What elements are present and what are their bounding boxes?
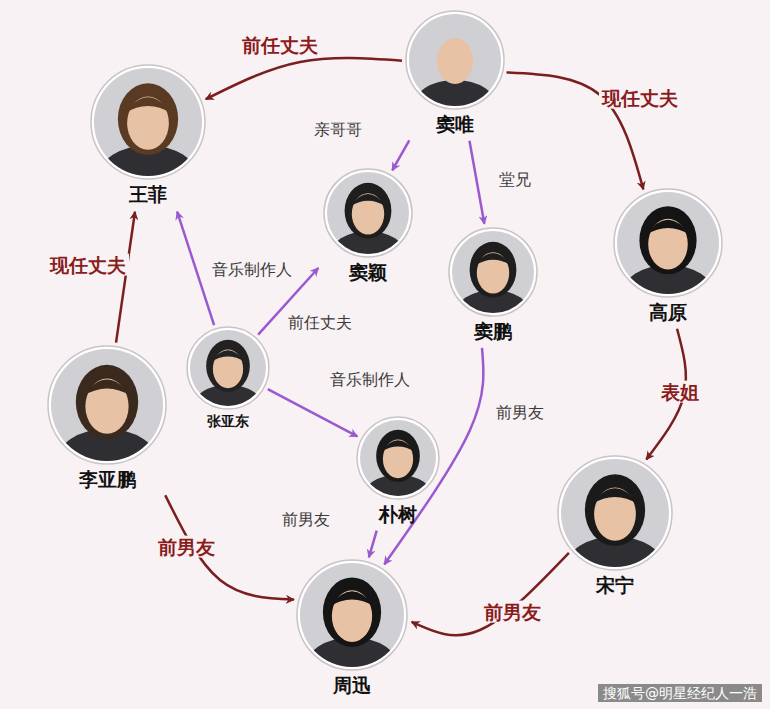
portrait-circle [90, 64, 206, 180]
portrait-circle [47, 345, 167, 465]
portrait-fringe [381, 440, 415, 452]
portrait-fringe [83, 380, 131, 397]
portrait-hair [376, 430, 420, 482]
relation-label-holder: 音乐制作人 [209, 260, 295, 279]
portrait-hair [470, 242, 517, 298]
relation-label-holder: 音乐制作人 [327, 370, 413, 389]
person-node: 窦鹏 [448, 227, 538, 343]
portrait-fringe [475, 253, 511, 265]
person-name: 窦鹏 [448, 320, 538, 343]
watermark: 搜狐号@明星经纪人一浩 [598, 684, 762, 702]
relation-label: 现任丈夫 [599, 87, 681, 109]
portrait-circle [613, 188, 723, 298]
relation-label-holder: 前任丈夫 [285, 313, 355, 332]
relation-label-holder: 前男友 [279, 510, 333, 529]
portrait-circle [448, 227, 538, 317]
relation-label-holder: 堂兄 [496, 170, 534, 189]
person-node: 王菲 [90, 64, 206, 206]
relation-label: 堂兄 [496, 170, 534, 189]
portrait-hair [323, 577, 381, 646]
portrait [90, 64, 206, 180]
portrait-hair [206, 340, 250, 392]
relation-label: 亲哥哥 [311, 120, 365, 139]
portrait [323, 168, 413, 258]
portrait-circle [405, 10, 505, 110]
portrait-hair [639, 206, 696, 274]
portrait-fringe [125, 97, 171, 113]
portrait-fringe [330, 591, 375, 606]
relation-line [369, 531, 377, 558]
portrait [405, 10, 505, 110]
person-name: 王菲 [90, 183, 206, 206]
portrait-fringe [211, 350, 245, 362]
relation-label: 前任丈夫 [285, 313, 355, 332]
relation-label: 前男友 [279, 510, 333, 529]
relation-line [268, 389, 358, 436]
relation-label: 前男友 [155, 536, 218, 558]
relation-label-holder: 前男友 [481, 601, 544, 624]
person-name: 宋宁 [557, 574, 673, 597]
relation-label-holder: 现任丈夫 [599, 87, 681, 110]
person-node: 张亚东 [186, 326, 270, 430]
relation-label-holder: 前男友 [493, 403, 547, 422]
portrait-circle [296, 559, 408, 671]
person-name: 朴树 [356, 503, 440, 526]
relation-label: 前男友 [481, 601, 544, 623]
relation-label: 前任丈夫 [239, 34, 321, 56]
portrait-fringe [592, 488, 638, 504]
relation-label-holder: 亲哥哥 [311, 120, 365, 139]
portrait-hair [118, 83, 178, 155]
portrait [613, 188, 723, 298]
relation-label: 音乐制作人 [327, 370, 413, 389]
person-name: 张亚东 [186, 413, 270, 430]
relation-label: 前男友 [493, 403, 547, 422]
portrait-circle [557, 455, 673, 571]
portrait [557, 455, 673, 571]
portrait [47, 345, 167, 465]
relation-label-holder: 表姐 [658, 381, 702, 404]
relation-label: 表姐 [658, 381, 702, 403]
portrait [186, 326, 270, 410]
portrait-hair [345, 183, 392, 239]
relation-label-holder: 现任丈夫 [47, 254, 129, 277]
portrait-circle [356, 416, 440, 500]
person-name: 周迅 [296, 674, 408, 697]
portrait-shoulders [413, 80, 498, 110]
relation-arc [116, 212, 135, 343]
portrait-circle [186, 326, 270, 410]
portrait-fringe [350, 194, 386, 206]
person-node: 朴树 [356, 416, 440, 526]
person-name: 李亚鹏 [47, 468, 167, 491]
person-name: 窦唯 [405, 113, 505, 136]
relation-label-holder: 前男友 [155, 536, 218, 559]
portrait-face [437, 38, 473, 84]
portrait-hair [585, 474, 645, 546]
person-node: 窦唯 [405, 10, 505, 136]
portrait [356, 416, 440, 500]
portrait-hair [76, 365, 138, 439]
relation-line [469, 141, 484, 224]
portrait-circle [323, 168, 413, 258]
person-node: 宋宁 [557, 455, 673, 597]
portrait [296, 559, 408, 671]
watermark-holder: 搜狐号@明星经纪人一浩 [598, 683, 762, 703]
relation-label-holder: 前任丈夫 [239, 34, 321, 57]
relation-line [392, 140, 409, 170]
portrait-fringe [646, 220, 690, 235]
person-node: 高原 [613, 188, 723, 324]
person-node: 周迅 [296, 559, 408, 697]
relation-arc [412, 553, 569, 635]
relation-arc [206, 58, 402, 99]
relation-label: 现任丈夫 [47, 254, 129, 276]
person-node: 李亚鹏 [47, 345, 167, 491]
person-name: 窦颖 [323, 261, 413, 284]
relation-label: 音乐制作人 [209, 260, 295, 279]
portrait [448, 227, 538, 317]
person-node: 窦颖 [323, 168, 413, 284]
person-name: 高原 [613, 301, 723, 324]
